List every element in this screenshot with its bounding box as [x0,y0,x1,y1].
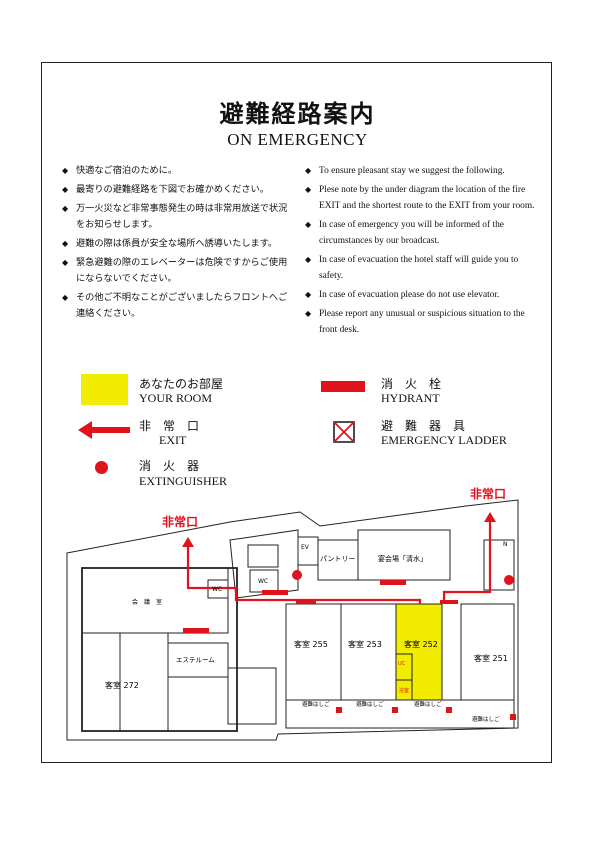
building-outline [66,499,519,741]
hydrant-marker [380,580,406,585]
hydrant-marker [440,600,458,604]
hydrant-label-en: HYDRANT [381,391,440,405]
hydrant-label-ja: 消 火 栓 [381,377,442,391]
pantry-label: パントリー [320,555,355,563]
room-255-outline [285,603,342,701]
hydrant-icon [321,381,365,392]
stair-right [483,539,515,591]
room-253-label: 客室 253 [348,639,382,649]
wc-label: WC [258,578,268,585]
ladder-label: 避難はしご [302,700,330,708]
room-272-label: 客室 272 [105,680,139,690]
notes-english: To ensure pleasant stay we suggest the f… [305,163,537,341]
ev-shaft [297,536,319,566]
note-ja: 避難の際は係員が安全な場所へ誘導いたします。 [62,236,290,252]
title-english: ON EMERGENCY [227,130,368,149]
room-251-outline [460,603,515,701]
sign-frame [41,62,552,763]
ladder-marker [392,707,398,713]
ladder-label-en: EMERGENCY LADDER [381,433,507,447]
evac-route-left [186,545,422,604]
room-252-highlight [395,603,443,701]
core-block [229,529,299,599]
evac-route-right [442,520,492,604]
ladder-label-ja: 避 難 器 具 [381,419,466,433]
wc-label: WC [212,586,222,593]
your-room-label-en: YOUR ROOM [139,391,213,405]
extinguisher-marker [292,570,302,580]
exit-label-right: 非常口 [470,486,506,501]
note-en: Please report any unusual or suspicious … [305,306,537,338]
note-ja: その他ご不明なことがございましたらフロントへご連絡ください。 [62,290,290,322]
note-ja: 万一火災など非常事態発生の時は非常用放送で状況をお知らせします。 [62,201,290,233]
extinguisher-icon [95,461,108,474]
ladder-marker [446,707,452,713]
note-ja: 快適なご宿泊のために。 [62,163,290,179]
note-ja: 最寄りの避難経路を下図でお確かめください。 [62,182,290,198]
uc-label: UC [398,661,406,667]
room-252-bath [395,679,413,701]
title-japanese: 避難経路案内 [219,100,376,128]
exit-arrow-right [484,512,496,522]
note-en: Plese note by the under diagram the loca… [305,182,537,214]
room-252-label: 客室 252 [404,639,438,649]
note-en: To ensure pleasant stay we suggest the f… [305,163,537,179]
hydrant-marker [183,628,209,633]
esthe-room [167,642,229,678]
ladder-label: 避難はしご [472,715,500,723]
ladder-label: 避難はしご [414,700,442,708]
banquet-label: 宴会場「清水」 [378,554,427,563]
note-en: In case of evacuation please do not use … [305,287,537,303]
exit-label-left: 非常口 [162,514,198,529]
meeting-room-label: 会 議 室 [132,598,162,606]
extinguisher-marker [504,575,514,585]
your-room-label-ja: あなたのお部屋 [139,377,224,391]
room-253-outline [340,603,397,701]
north-label: N [503,541,508,548]
room-255-label: 客室 255 [294,639,328,649]
note-en: In case of emergency you will be informe… [305,217,537,249]
note-en: In case of evacuation the hotel staff wi… [305,252,537,284]
ladder-icon [333,421,355,443]
bath-label: 浴室 [399,687,409,694]
room-251-label: 客室 251 [474,653,508,663]
stairs [247,544,279,568]
ladder-marker [510,714,516,720]
esthe-label: エステルーム [176,656,215,664]
exit-label-en: EXIT [159,433,187,447]
exit-arrow-left [182,537,194,547]
note-ja: 緊急避難の際のエレベーターは危険ですからご使用にならないでください。 [62,255,290,287]
room-272 [81,632,169,732]
notes-japanese: 快適なご宿泊のために。 最寄りの避難経路を下図でお確かめください。 万一火災など… [62,163,290,325]
ladder-marker [336,707,342,713]
extinguisher-label-ja: 消 火 器 [139,459,200,473]
exit-arrow-icon [78,421,130,439]
hydrant-marker [296,600,316,604]
ladder-label: 避難はしご [356,700,384,708]
exit-label-ja: 非 常 口 [139,419,200,433]
extinguisher-label-en: EXTINGUISHER [139,474,227,488]
hydrant-marker [262,590,288,595]
your-room-swatch [81,374,128,405]
annex [227,667,277,725]
ev-label: EV [301,544,310,551]
